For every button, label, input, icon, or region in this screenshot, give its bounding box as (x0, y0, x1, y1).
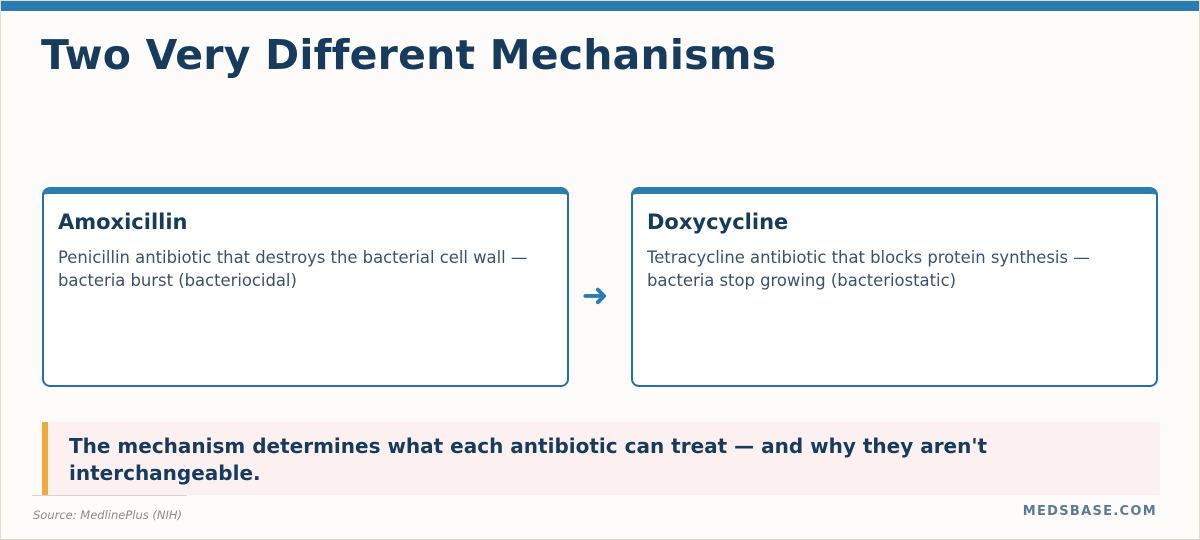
amoxicillin-card: Amoxicillin Penicillin antibiotic that d… (42, 187, 569, 387)
source-citation: Source: MedlinePlus (NIH) (33, 508, 183, 522)
card-title: Doxycycline (647, 210, 789, 234)
brand-logo-text: MEDSBASE.COM (1022, 504, 1157, 519)
key-takeaway-callout: The mechanism determines what each antib… (42, 422, 1160, 495)
card-description: Tetracycline antibiotic that blocks prot… (647, 248, 1090, 290)
doxycycline-card: Doxycycline Tetracycline antibiotic that… (631, 187, 1158, 387)
source-divider (32, 495, 187, 496)
card-description: Penicillin antibiotic that destroys the … (58, 248, 528, 290)
callout-text: The mechanism determines what each antib… (69, 434, 988, 485)
right-arrow-icon: ➜ (581, 276, 609, 314)
top-accent-bar (1, 1, 1199, 11)
slide-title: Two Very Different Mechanisms (41, 31, 777, 79)
card-title: Amoxicillin (58, 210, 188, 234)
